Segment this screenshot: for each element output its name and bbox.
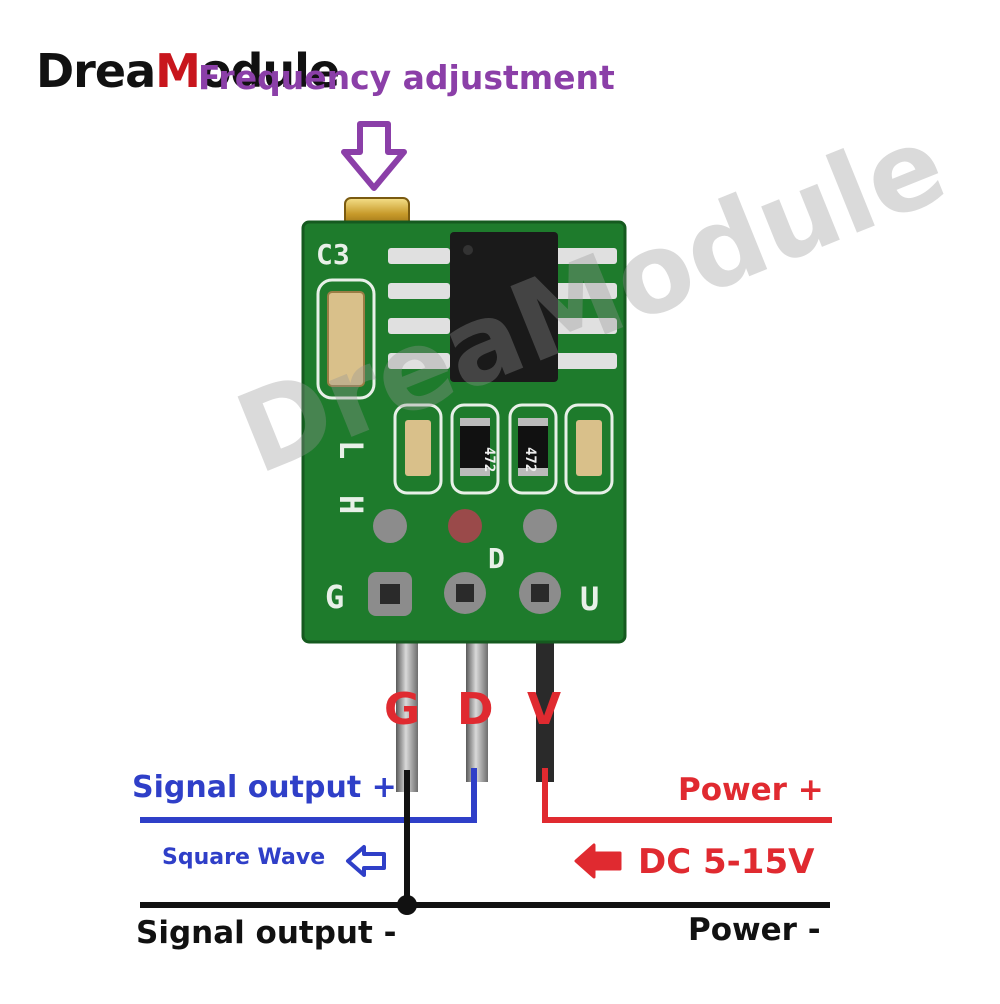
signal-output-minus-label: Signal output - bbox=[136, 915, 397, 951]
brand-middle: M bbox=[155, 44, 201, 98]
dc-range-label: DC 5-15V bbox=[638, 842, 815, 882]
silk-r2: 472 bbox=[522, 447, 538, 472]
pin-label-v: V bbox=[527, 684, 562, 735]
silk-v: U bbox=[580, 580, 599, 618]
arrow-down-icon bbox=[341, 121, 407, 191]
pin-label-d: D bbox=[457, 684, 494, 735]
brand-logo: DreaModule bbox=[36, 44, 340, 98]
silk-h: H bbox=[332, 495, 370, 514]
junction-dot bbox=[397, 895, 417, 915]
power-minus-label: Power - bbox=[688, 912, 821, 948]
brand-suffix: odule bbox=[199, 44, 340, 98]
signal-output-plus-label: Signal output + bbox=[132, 770, 397, 805]
capacitor-c3 bbox=[327, 291, 365, 387]
pin-v-leg bbox=[536, 632, 554, 782]
silk-g: G bbox=[325, 578, 344, 616]
silk-d: D bbox=[488, 542, 505, 575]
capacitor-c3-outline bbox=[316, 278, 376, 400]
smd-components bbox=[393, 403, 614, 495]
silk-r1: 472 bbox=[481, 447, 497, 472]
pin-label-g: G bbox=[384, 684, 421, 735]
arrow-left-red-icon bbox=[574, 843, 622, 879]
frequency-adjustment-label: Frequency adjustment bbox=[198, 58, 615, 97]
power-plus-wire bbox=[542, 768, 832, 823]
ic-chip bbox=[388, 232, 617, 382]
pin-d-leg bbox=[466, 632, 488, 782]
silk-c3: C3 bbox=[316, 238, 350, 271]
brand-prefix: Drea bbox=[36, 44, 156, 98]
arrow-left-blue-icon bbox=[346, 845, 386, 877]
pin-g-leg bbox=[396, 632, 418, 792]
solder-pads bbox=[368, 509, 561, 616]
square-wave-label: Square Wave bbox=[162, 845, 326, 870]
signal-plus-wire bbox=[140, 768, 477, 823]
silk-l: L bbox=[332, 440, 370, 459]
power-plus-label: Power + bbox=[678, 772, 824, 808]
